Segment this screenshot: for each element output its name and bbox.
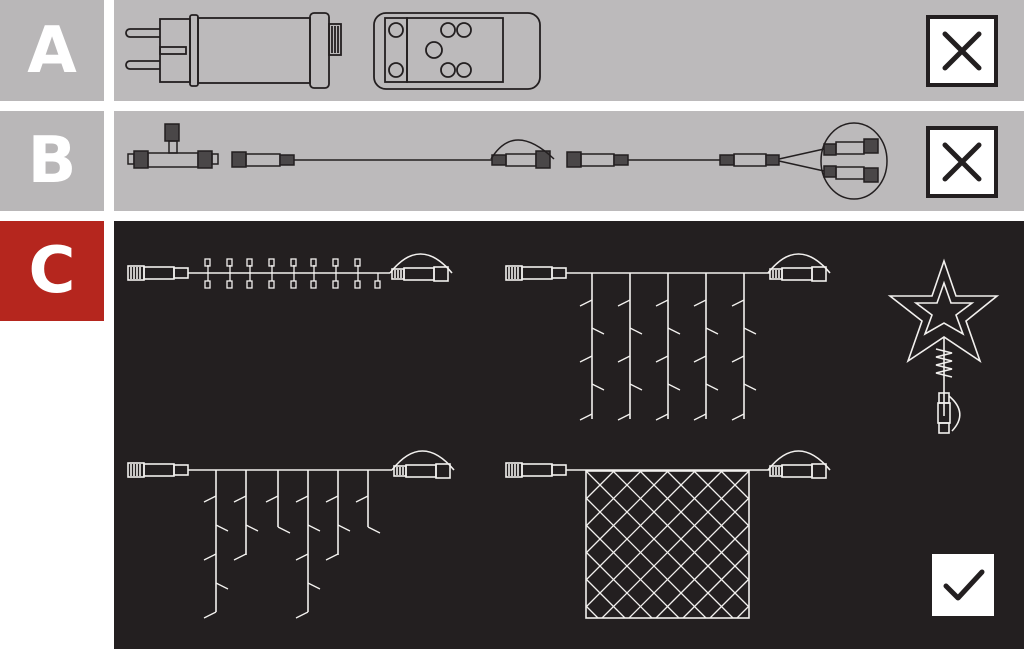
excluded-mark [926,126,998,198]
t-connector-icon [127,123,219,169]
row-a-label: A [0,0,104,101]
row-c-label: C [0,221,104,321]
star-tree-topper-icon [887,258,1000,434]
row-a-letter: A [27,13,77,88]
excluded-mark [926,15,998,87]
curtain-lights-icon [505,253,831,421]
row-b-panel [114,111,1024,211]
icicle-lights-icon [127,450,455,619]
remote-control-icon [373,12,541,90]
power-adapter-icon [125,12,342,89]
row-c-letter: C [28,234,76,308]
extension-cable-icon [231,139,555,169]
row-b-letter: B [27,124,77,198]
lights-illustration [127,253,1000,619]
cross-icon [942,142,982,182]
string-lights-icon [127,253,453,289]
row-c-panel [114,221,1024,649]
row-b-label: B [0,111,104,211]
included-mark [932,554,994,616]
net-lights-icon [505,450,831,619]
row-a-panel [114,0,1024,101]
y-splitter-cable-icon [566,122,888,200]
cross-icon [942,31,982,71]
connectors-illustration [127,122,888,200]
power-adapter-and-remote-illustration [125,12,541,90]
check-icon [943,569,985,601]
